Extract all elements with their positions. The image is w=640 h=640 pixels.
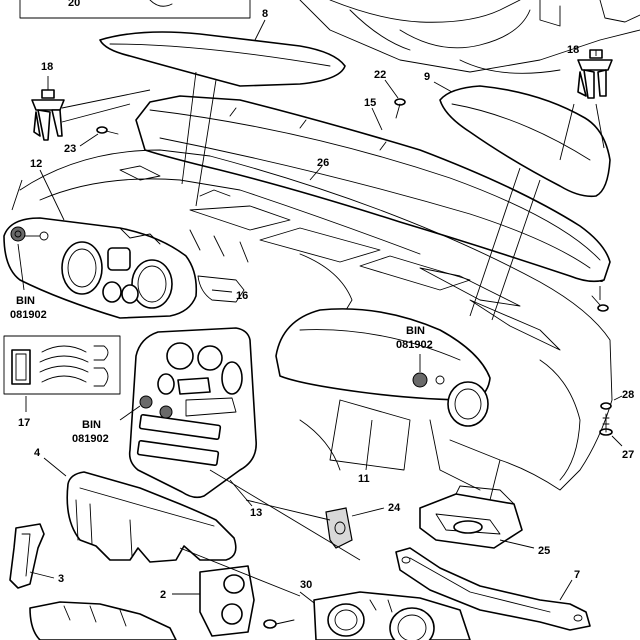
callout-8: 8 [262,8,268,20]
part-26-dash-substrate: 26 [19,149,613,491]
callout-20: 20 [68,0,80,9]
callout-2: 2 [160,589,166,601]
callout-18-left: 18 [41,61,53,73]
callout-11: 11 [358,473,370,485]
callout-25: 25 [538,545,550,557]
part-16-duct: 16 [197,275,248,303]
bin-bolt-center: BIN 081902 [72,395,173,445]
part-9-right-pad: 9 [424,71,611,198]
bin-note-left-code: 081902 [10,309,47,321]
part-24-clip: 24 [325,502,401,549]
part-12-instrument-surround: 12 [3,158,198,319]
part-11-passenger-panel: 11 [275,308,491,491]
part-18-clip-right: 18 [567,44,613,99]
callout-18-right: 18 [567,44,579,56]
callout-16: 16 [236,290,248,302]
callout-17: 17 [18,417,30,429]
part-7-rail: 7 [395,547,591,631]
part-3-side-trim: 3 [9,523,64,589]
callout-27: 27 [622,449,634,461]
part-4-lower-shroud: 4 [34,447,237,563]
part-22-screw: 22 [374,69,406,119]
part-27-bolt: 27 [599,413,634,461]
bin-note-center-word: BIN [82,419,101,431]
callout-9: 9 [424,71,430,83]
top-inset-box: 20 [19,0,251,19]
callout-3: 3 [58,573,64,585]
bin-bolt-right: BIN 081902 [396,325,445,388]
bin-note-left-word: BIN [16,295,35,307]
assembly-leader-lines [11,71,605,597]
callout-24: 24 [388,502,401,514]
callout-15: 15 [364,97,376,109]
bin-note-right-code: 081902 [396,339,433,351]
part-2-switch-panel: 2 [160,565,255,637]
callout-13: 13 [250,507,262,519]
callout-12: 12 [30,158,42,170]
bin-note-right-word: BIN [406,325,425,337]
callout-30: 30 [300,579,312,591]
part-23-screw-left: 23 [64,126,119,155]
callout-28: 28 [622,389,634,401]
bin-bolt-left: BIN 081902 [10,226,49,321]
part-15-dash-top: 15 [135,95,611,283]
part-28-washer: 28 [600,389,634,410]
callout-23-left: 23 [64,143,76,155]
seat-background [299,0,640,74]
callout-22: 22 [374,69,386,81]
bin-note-center-code: 081902 [72,433,109,445]
part-17-inset-box: 17 [3,335,121,429]
part-30-screw: 30 [263,579,319,629]
lower-left-trim-fragment [29,601,177,640]
part-8-top-pad: 8 [99,8,346,87]
callout-4: 4 [34,447,41,459]
callout-7: 7 [574,569,580,581]
lower-cluster-housing [313,591,471,640]
part-25-bracket: 25 [419,485,550,557]
callout-26: 26 [317,157,329,169]
part-13-center-bezel: 13 [128,327,262,519]
part-18-clip-left: 18 [31,61,65,141]
